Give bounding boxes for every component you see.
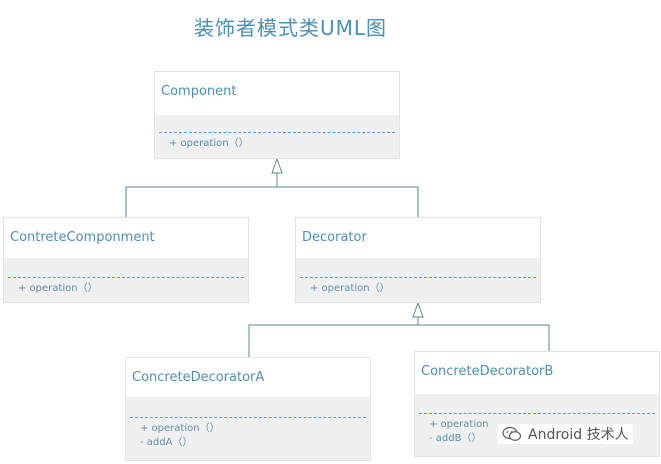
class-name: ContreteComponment: [10, 230, 155, 245]
class-name: Component: [161, 84, 237, 99]
class-decorator: Decorator + operation（）: [295, 217, 541, 303]
diagram-title: 装饰者模式类UML图: [193, 16, 388, 40]
class-body: + operation（） - addA（）: [126, 397, 370, 460]
dashed-separator: [8, 277, 244, 278]
watermark-text: Android 技术人: [528, 427, 629, 443]
class-concrete-decorator-a: ConcreteDecoratorA + operation（） - addA（…: [125, 357, 371, 461]
dashed-separator: [419, 413, 655, 414]
dashed-separator: [159, 132, 395, 133]
operations: + operation（） - addA（）: [140, 422, 220, 450]
operations: + operation（）: [18, 282, 98, 296]
inheritance-arrow-decorator: [412, 301, 424, 318]
class-body: + operation（）: [4, 258, 248, 302]
class-component: Component + operation（）: [154, 71, 400, 159]
operation-item: + operation: [429, 419, 489, 430]
class-body: + operation（）: [296, 258, 540, 302]
class-body: + operation（）: [155, 115, 399, 158]
class-name: ConcreteDecoratorA: [132, 370, 265, 385]
operation-item: + operation（）: [18, 283, 98, 294]
operation-item: - addB（）: [429, 433, 482, 444]
operations: + operation - addB（）: [429, 418, 489, 446]
watermark: Android 技术人: [498, 424, 633, 444]
inheritance-arrow-component: [271, 157, 283, 174]
class-name: Decorator: [302, 230, 367, 245]
operation-item: + operation（）: [310, 283, 390, 294]
edge-decoratorA-to-decorator: [248, 324, 550, 357]
operation-item: + operation（）: [140, 423, 220, 434]
dashed-separator: [130, 417, 366, 418]
class-contrete-component: ContreteComponment + operation（）: [3, 217, 249, 303]
operations: + operation（）: [310, 282, 390, 296]
operation-item: + operation（）: [169, 138, 249, 149]
operations: + operation（）: [169, 137, 249, 151]
class-name: ConcreteDecoratorB: [421, 364, 554, 379]
edge-contrete-to-component: [125, 186, 419, 217]
wechat-icon: [502, 426, 522, 441]
dashed-separator: [300, 277, 536, 278]
operation-item: - addA（）: [140, 437, 193, 448]
